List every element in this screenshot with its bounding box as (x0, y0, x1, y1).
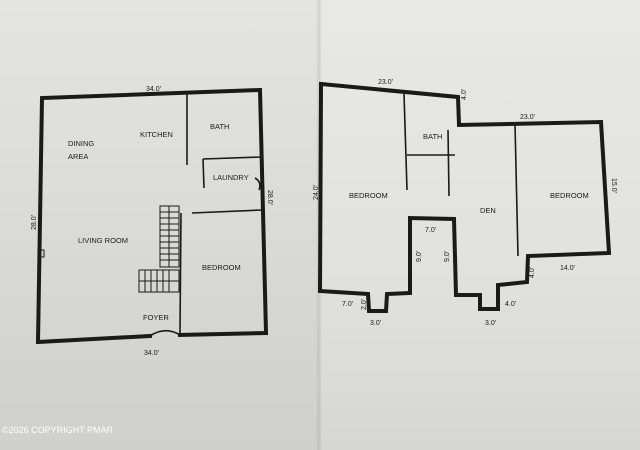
second-floor-bottom-mid-dimension: 4.0' (505, 301, 516, 308)
laundry-door-swing (254, 177, 261, 191)
copyright-watermark: ©2026 COPYRIGHT PMAR (2, 425, 113, 435)
notch-right-dimension: 9.0' (444, 251, 451, 262)
first-floor-bedroom-label: BEDROOM (202, 263, 241, 272)
second-floor-outer-wall (317, 81, 612, 313)
second-floor-top-right-dimension: 23.0' (520, 114, 535, 121)
second-floor-left-dimension: 24.0' (313, 185, 320, 200)
front-door-swing (149, 329, 181, 337)
second-floor-bottom-left-dimension: 7.0' (342, 301, 353, 308)
second-floor-bedroom-right-label: BEDROOM (550, 191, 589, 200)
bump-height-dimension: 2.0' (361, 299, 368, 310)
second-floor-step-dimension: 4.0' (461, 89, 468, 100)
bump-left-width-dimension: 3.0' (370, 320, 381, 327)
bump-right-width-dimension: 3.0' (485, 320, 496, 327)
bath-bottom-wall (202, 156, 263, 160)
kitchen-label: KITCHEN (140, 130, 173, 139)
second-floor-bottom-right-dimension: 14.0' (560, 265, 575, 272)
foyer-label: FOYER (143, 313, 169, 322)
second-floor-bath-label: BATH (423, 132, 442, 141)
den-bedroom-wall (514, 123, 519, 257)
living-room-label: LIVING ROOM (78, 236, 128, 245)
dining-label-line1: DINING (68, 139, 94, 148)
bedroom-left-wall (179, 212, 182, 334)
laundry-label: LAUNDRY (213, 173, 249, 182)
second-floor-plan: BEDROOM BATH DEN BEDROOM 23.0' 4.0' 23.0… (313, 79, 617, 327)
first-floor-right-dimension: 28.0' (266, 190, 273, 205)
fireplace-mark (38, 249, 45, 258)
dining-label-line2: AREA (68, 152, 88, 161)
first-floor-top-dimension: 34.0' (146, 86, 161, 93)
lower-stairs (138, 269, 180, 293)
second-floor-top-left-dimension: 23.0' (378, 79, 393, 86)
right-step-dimension: 4.0' (529, 267, 536, 278)
notch-left-dimension: 9.0' (416, 251, 423, 262)
first-floor-outer-wall (35, 87, 269, 345)
paper-right-page (318, 0, 640, 450)
upper-stairs (159, 205, 180, 268)
den-label: DEN (480, 206, 496, 215)
first-floor-left-dimension: 28.0' (31, 215, 38, 230)
second-floor-right-dimension: 15.0' (610, 178, 617, 193)
laundry-left-wall (202, 158, 205, 189)
second-floor-bedroom-left-label: BEDROOM (349, 191, 388, 200)
first-floor-plan: DINING AREA KITCHEN BATH LAUNDRY LIVING … (31, 86, 273, 357)
notch-top-dimension: 7.0' (425, 227, 436, 234)
bath-right-wall (447, 129, 450, 197)
first-floor-top-door-line (57, 95, 93, 98)
laundry-bottom-wall (191, 209, 263, 214)
first-floor-bottom-dimension: 34.0' (144, 350, 159, 357)
paper-left-page (0, 0, 322, 450)
first-floor-bath-label: BATH (210, 122, 229, 131)
bath-left-wall (403, 93, 408, 191)
